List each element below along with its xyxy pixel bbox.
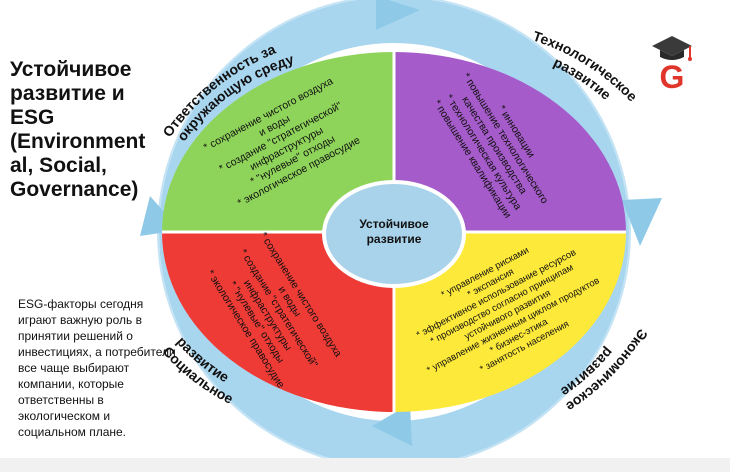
- quadrant-green: [162, 52, 394, 232]
- quadrant-purple: [394, 52, 626, 232]
- logo-letter: G: [660, 59, 685, 92]
- bottom-bar: [0, 458, 730, 472]
- ring-arrow-icon: [372, 404, 412, 446]
- center-label-line2: развитие: [367, 232, 422, 246]
- page-title: Устойчивое развитие и ESG (Environment a…: [10, 58, 146, 201]
- center-label-line1: Устойчивое: [359, 217, 429, 231]
- description-text: ESG-факторы сегодня играют важную роль в…: [18, 297, 176, 439]
- inner-pie: [162, 52, 626, 412]
- graduation-cap-logo-icon: G: [652, 36, 692, 92]
- ring-arrow-icon: [376, 0, 420, 30]
- center-circle: [322, 180, 466, 288]
- quadrant-red: [162, 232, 394, 412]
- ring-arrow-icon: [622, 198, 662, 246]
- quadrant-yellow: [394, 232, 626, 412]
